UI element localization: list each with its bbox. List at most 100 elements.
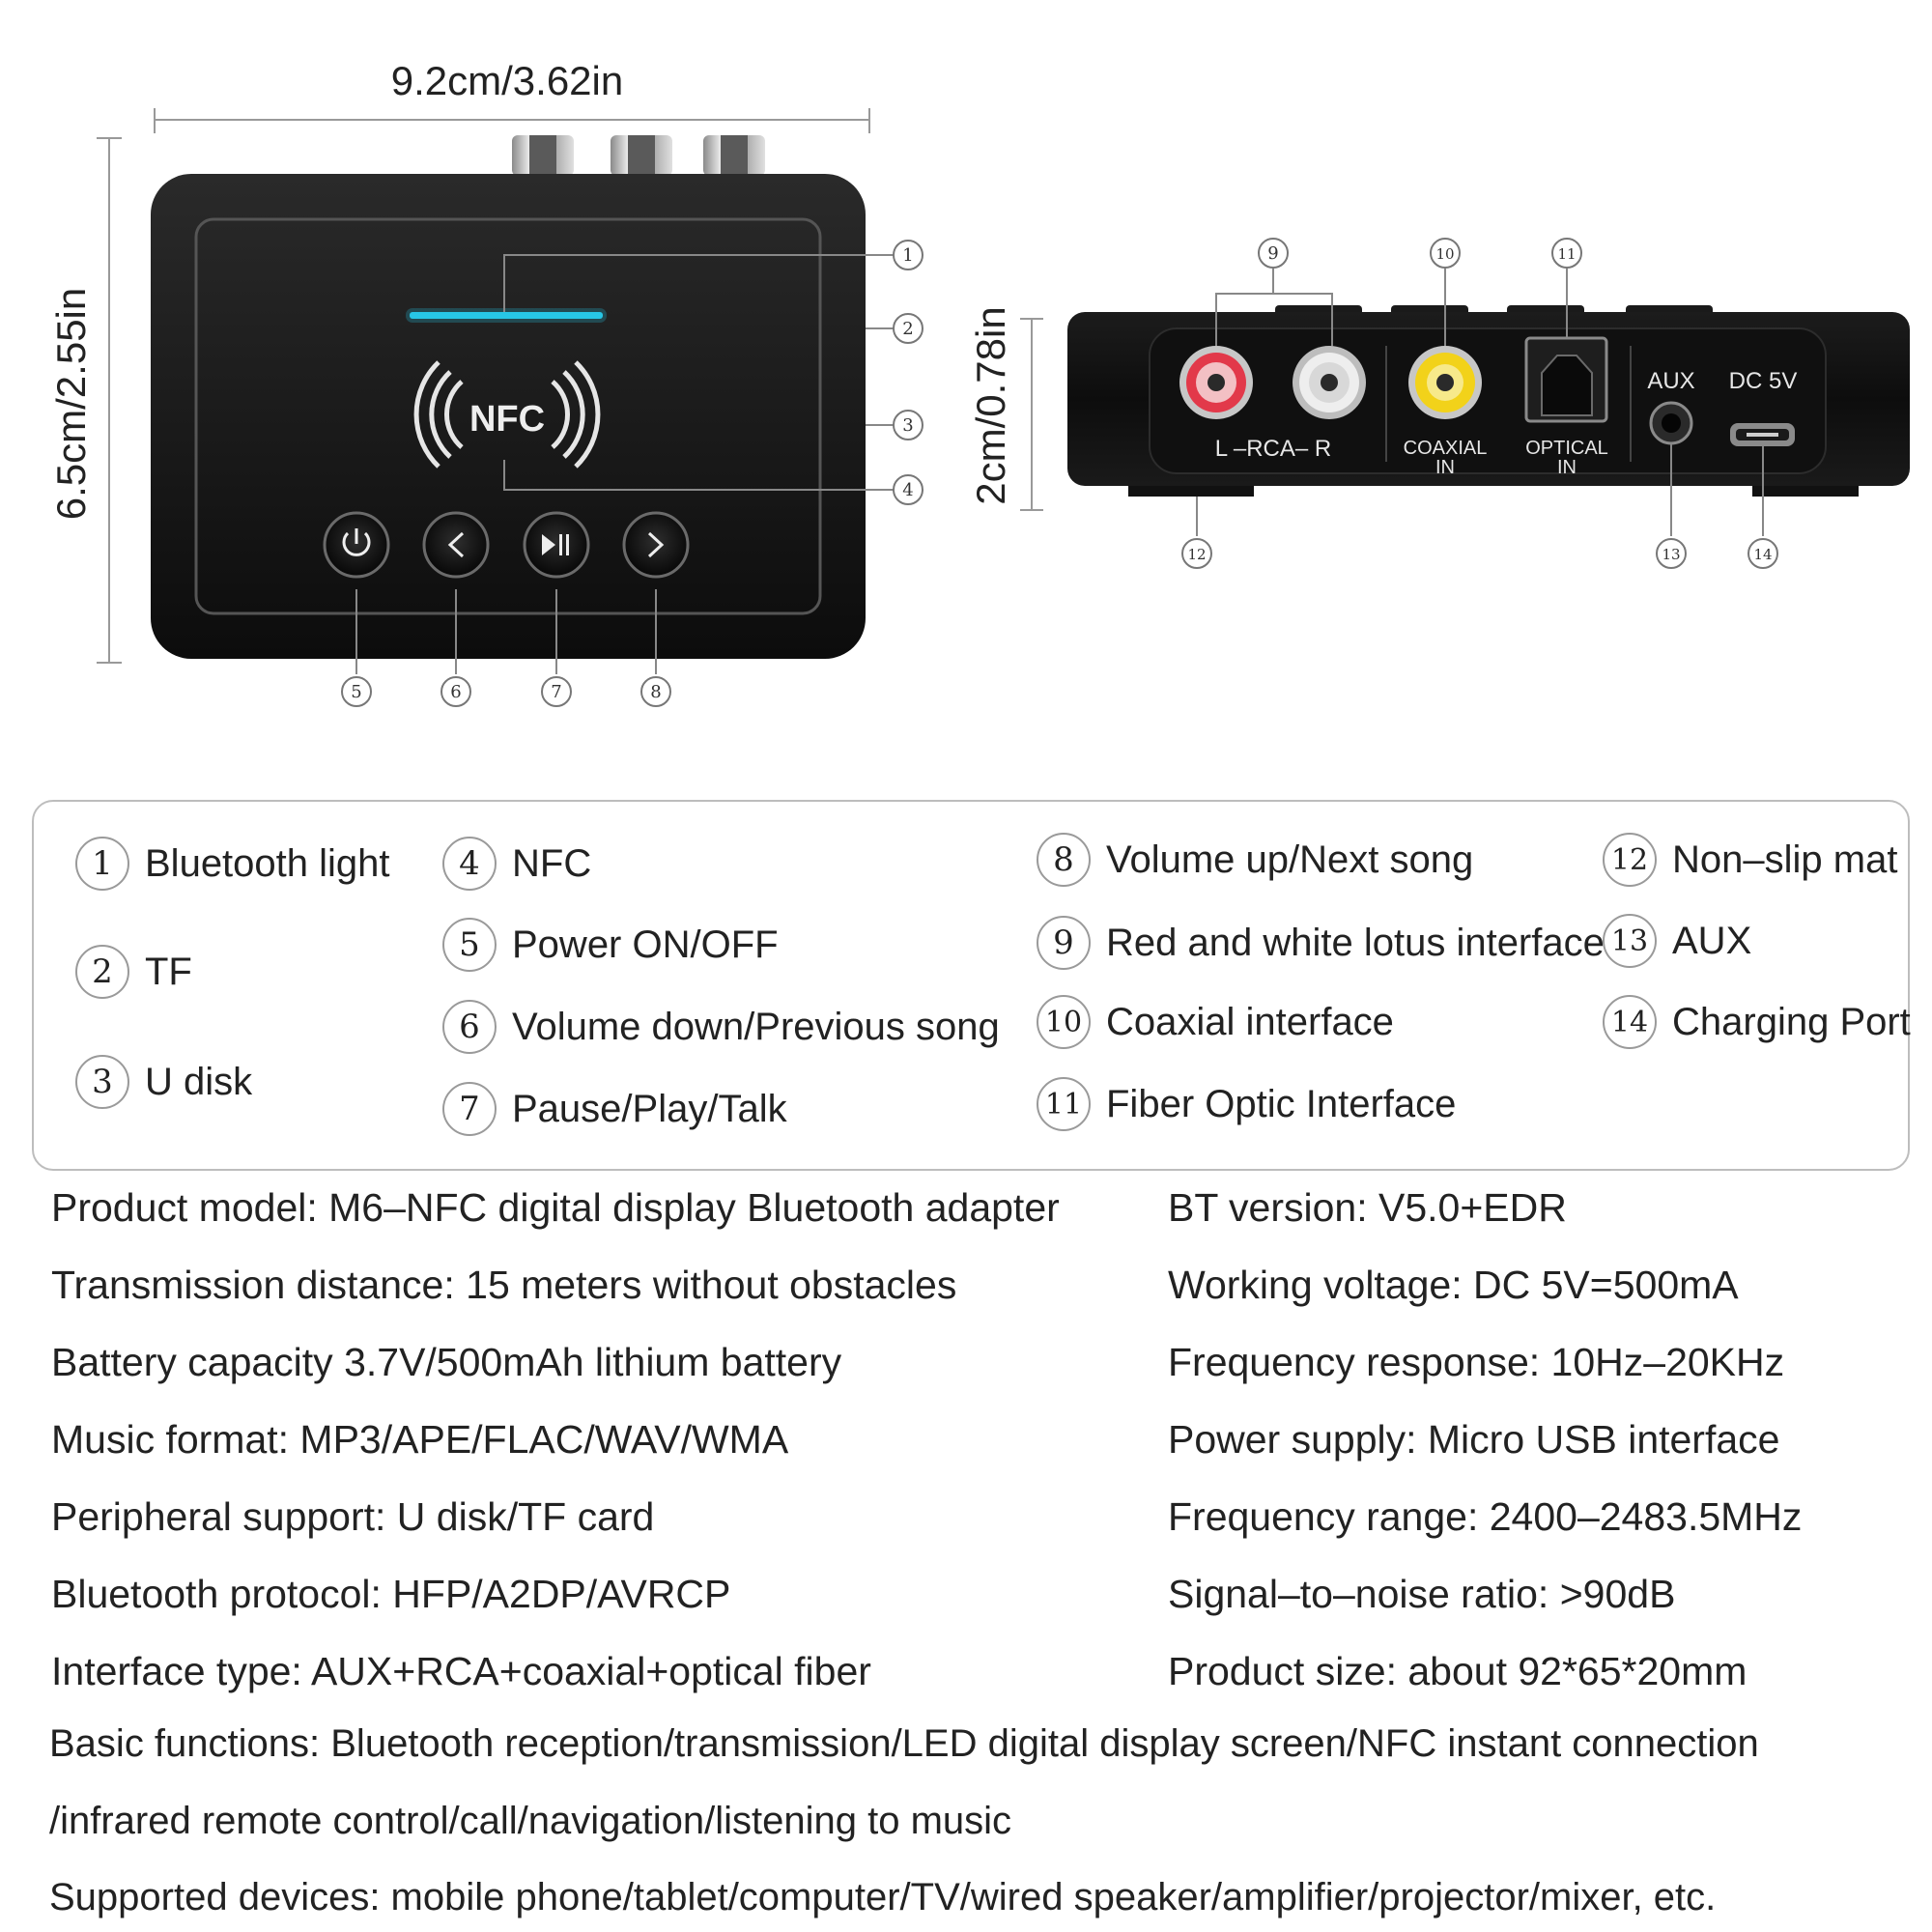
callout-number: 12 [1187, 546, 1206, 563]
basic-functions-line-2: /infrared remote control/call/navigation… [49, 1800, 1012, 1842]
callout-7: 7 [541, 676, 572, 707]
width-label: 9.2cm/3.62in [391, 58, 623, 103]
callout-9: 9 [1258, 238, 1289, 269]
legend-item-8: 8 Volume up/Next song [1037, 833, 1473, 887]
legend-number: 11 [1037, 1077, 1091, 1131]
legend-item-14: 14 Charging Port [1603, 995, 1911, 1049]
callout-13: 13 [1656, 538, 1687, 569]
spec-right-4: Frequency range: 2400–2483.5MHz [1168, 1494, 1803, 1539]
legend-number: 3 [75, 1055, 129, 1109]
play-pause-icon [542, 534, 555, 555]
power-button[interactable] [323, 511, 390, 579]
depth-label: 2cm/0.78in [968, 306, 1013, 504]
callout-8: 8 [640, 676, 671, 707]
callout-1: 1 [893, 240, 923, 270]
legend-item-13: 13 AUX [1603, 914, 1751, 968]
legend-number: 6 [442, 1000, 497, 1054]
coaxial-label-2: IN [1435, 457, 1455, 478]
legend-number: 14 [1603, 995, 1657, 1049]
legend-label: Charging Port [1672, 1000, 1911, 1043]
legend-panel [32, 800, 1910, 1171]
legend-label: NFC [512, 841, 592, 885]
spec-right-1: Working voltage: DC 5V=500mA [1168, 1263, 1739, 1307]
legend-number: 8 [1037, 833, 1091, 887]
legend-label: Fiber Optic Interface [1106, 1082, 1457, 1125]
callout-number: 14 [1753, 546, 1772, 563]
legend-label: Non–slip mat [1672, 838, 1898, 881]
legend-label: Power ON/OFF [512, 923, 779, 966]
callout-number: 2 [902, 319, 913, 339]
product-diagram: 9.2cm/3.62in 6.5cm/2.55in [48, 58, 1910, 707]
spec-right-2: Frequency response: 10Hz–20KHz [1168, 1340, 1785, 1384]
callout-14: 14 [1747, 538, 1778, 569]
height-label: 6.5cm/2.55in [48, 288, 94, 520]
aux-port[interactable] [1649, 401, 1693, 445]
callout-10: 10 [1430, 238, 1461, 269]
optical-label-1: OPTICAL [1525, 438, 1608, 459]
chevron-left-icon [447, 531, 465, 558]
optical-port[interactable] [1524, 336, 1608, 423]
legend-label: Bluetooth light [145, 841, 390, 885]
legend-number: 2 [75, 945, 129, 999]
next-button[interactable] [622, 511, 690, 579]
depth-dimension: 2cm/0.78in [968, 306, 1043, 511]
nfc-logo: NFC [413, 360, 601, 469]
basic-functions-line-1: Basic functions: Bluetooth reception/tra… [49, 1722, 1759, 1765]
callout-number: 10 [1435, 245, 1454, 263]
legend-label: Volume down/Previous song [512, 1005, 1000, 1048]
legend-number: 12 [1603, 833, 1657, 887]
spec-right-6: Product size: about 92*65*20mm [1168, 1649, 1747, 1693]
legend-label: Pause/Play/Talk [512, 1087, 787, 1130]
coaxial-port[interactable] [1408, 346, 1482, 419]
width-dimension: 9.2cm/3.62in [154, 58, 870, 133]
spec-right-5: Signal–to–noise ratio: >90dB [1168, 1572, 1676, 1616]
callout-11: 11 [1551, 238, 1582, 269]
optical-label-2: IN [1557, 457, 1577, 478]
legend-number: 5 [442, 918, 497, 972]
legend-item-5: 5 Power ON/OFF [442, 918, 779, 972]
height-dimension: 6.5cm/2.55in [48, 137, 122, 664]
play-pause-button[interactable] [523, 511, 590, 579]
rca-label: L –RCA– R [1215, 436, 1332, 462]
callout-number: 3 [902, 415, 913, 436]
callout-3: 3 [893, 410, 923, 440]
device-rear-view: L –RCA– R COAXIAL IN OPTICAL IN AUX DC 5… [1067, 305, 1910, 497]
legend-number: 4 [442, 837, 497, 891]
micro-usb-port[interactable] [1730, 423, 1795, 446]
rca-left-port[interactable] [1179, 346, 1253, 419]
legend-item-3: 3 U disk [75, 1055, 252, 1109]
coaxial-label-1: COAXIAL [1404, 438, 1488, 459]
rca-right-port[interactable] [1293, 346, 1366, 419]
nfc-text: NFC [469, 399, 545, 440]
callout-number: 9 [1267, 243, 1278, 264]
device-front-view: NFC [151, 135, 866, 659]
legend-item-4: 4 NFC [442, 837, 591, 891]
legend-number: 9 [1037, 916, 1091, 970]
callout-number: 1 [902, 245, 913, 266]
spec-right-3: Power supply: Micro USB interface [1168, 1417, 1780, 1462]
legend-number: 13 [1603, 914, 1657, 968]
bluetooth-light [410, 312, 603, 319]
callout-6: 6 [440, 676, 471, 707]
legend-label: TF [145, 950, 192, 993]
legend-item-6: 6 Volume down/Previous song [442, 1000, 1000, 1054]
previous-button[interactable] [422, 511, 490, 579]
callout-number: 13 [1662, 546, 1680, 563]
callout-number: 7 [551, 682, 561, 702]
legend-label: AUX [1672, 919, 1752, 962]
legend-number: 10 [1037, 995, 1091, 1049]
spec-left-5: Bluetooth protocol: HFP/A2DP/AVRCP [51, 1572, 731, 1616]
legend-label: Volume up/Next song [1106, 838, 1474, 881]
callout-2: 2 [893, 313, 923, 344]
spec-left-0: Product model: M6–NFC digital display Bl… [51, 1185, 1060, 1230]
legend-label: U disk [145, 1060, 253, 1103]
dc-label: DC 5V [1729, 368, 1798, 394]
spec-left-2: Battery capacity 3.7V/500mAh lithium bat… [51, 1340, 842, 1384]
spec-left-4: Peripheral support: U disk/TF card [51, 1494, 655, 1539]
callout-4: 4 [893, 474, 923, 505]
callout-number: 5 [351, 682, 361, 702]
